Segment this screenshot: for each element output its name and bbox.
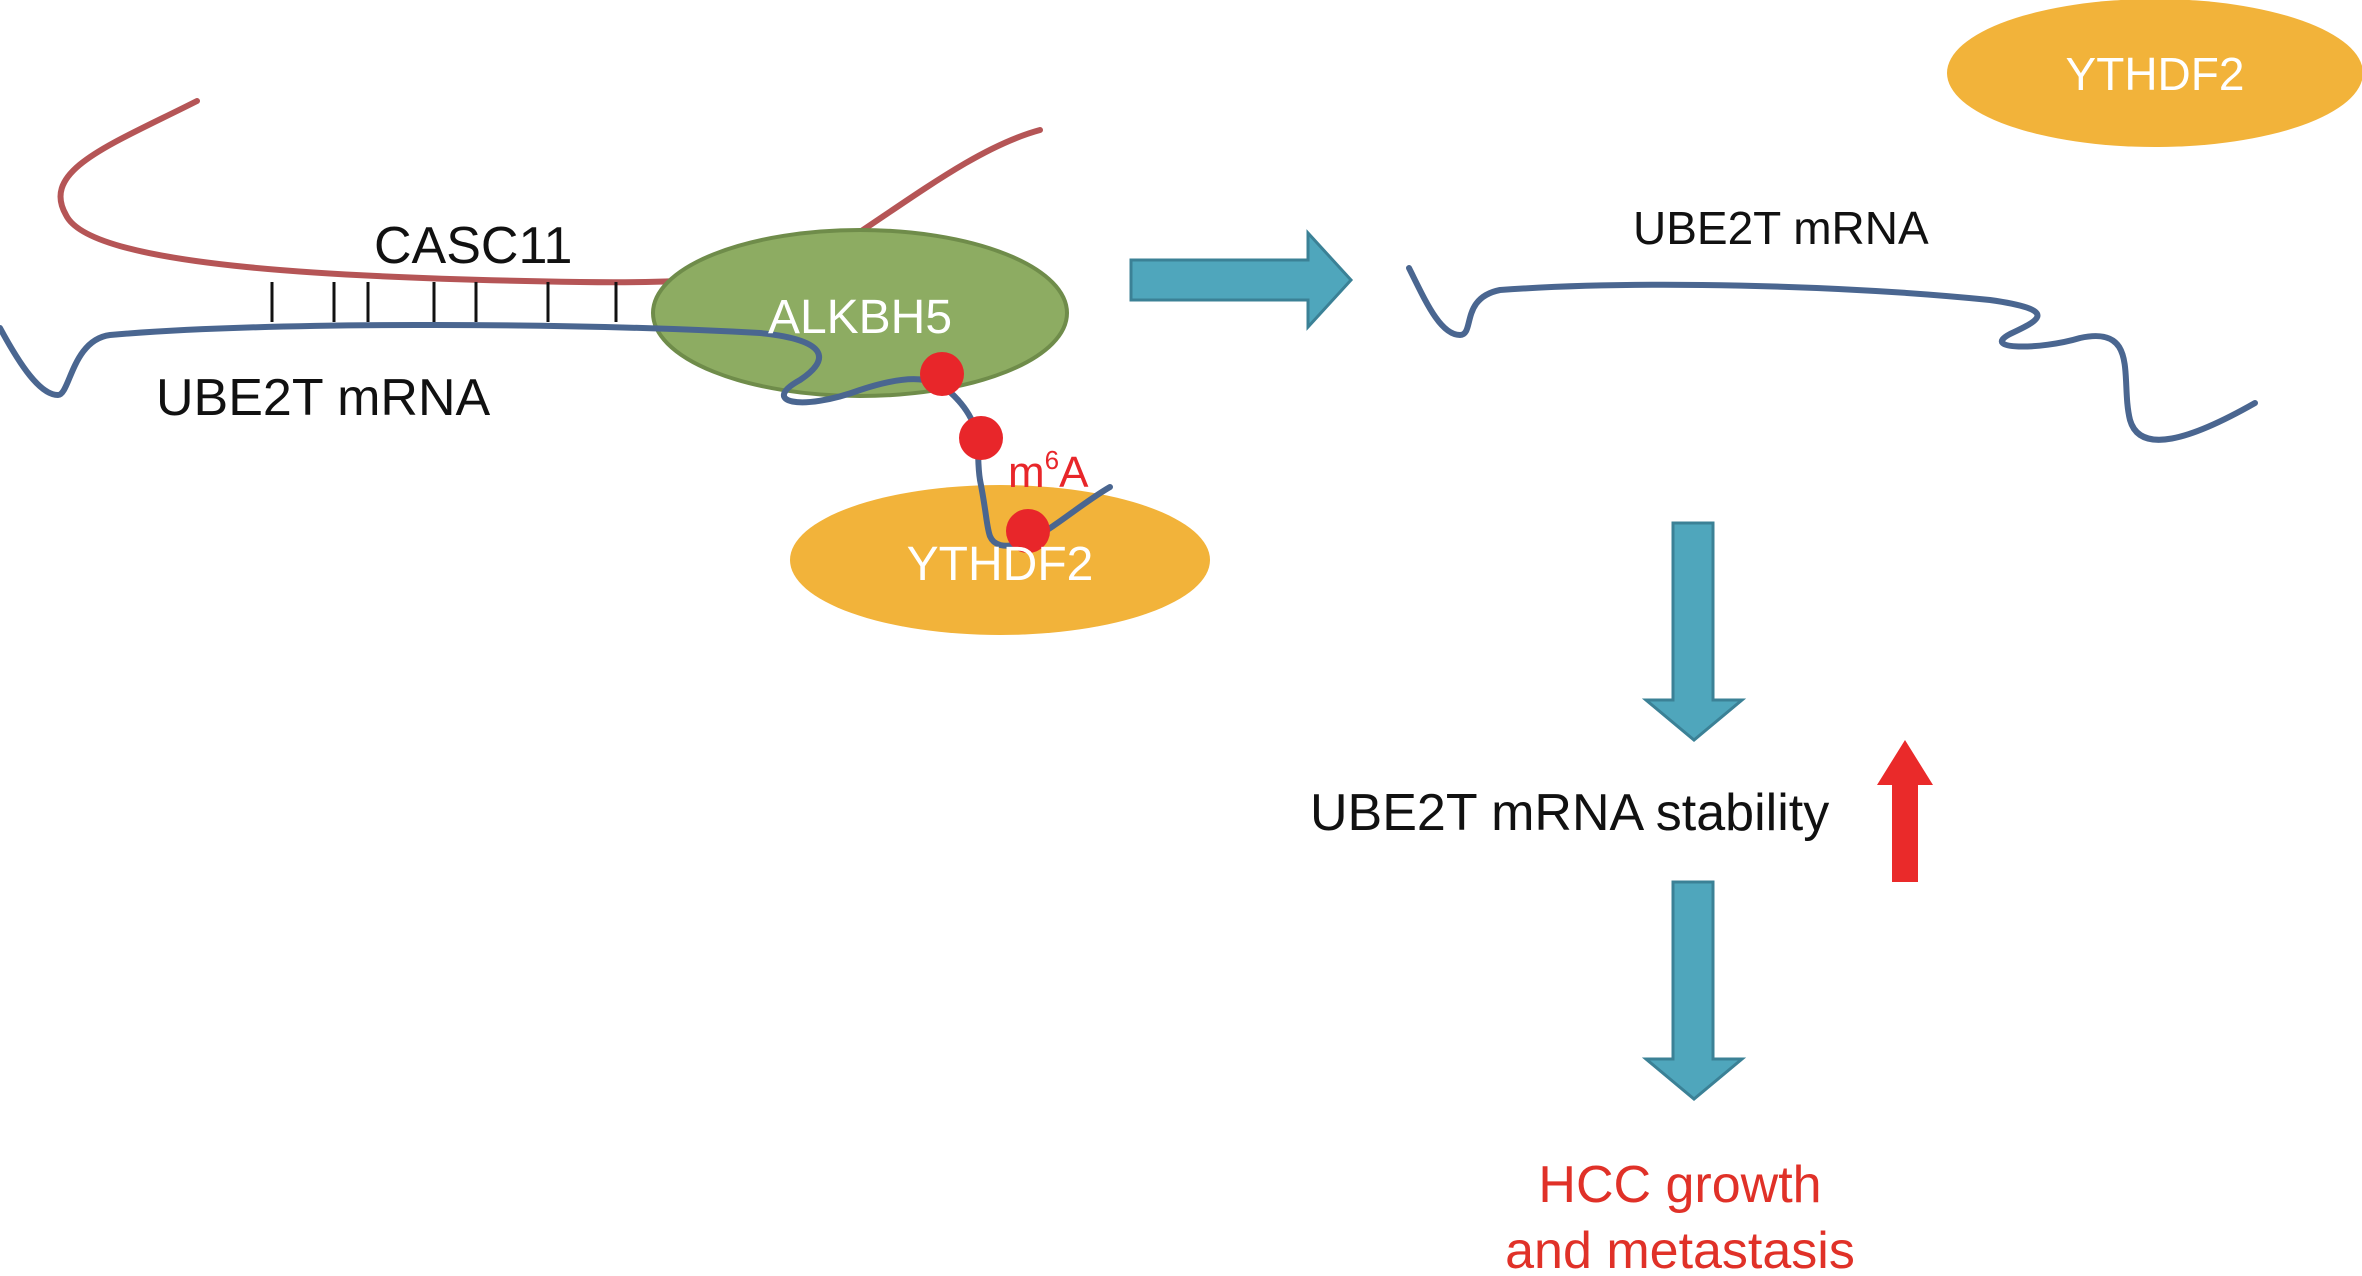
ythdf2-free-label: YTHDF2 <box>2066 48 2245 100</box>
outcome-label-line1: HCC growth <box>1538 1156 1821 1214</box>
ube2t-mrna-strand-left <box>0 321 961 406</box>
alkbh5-protein <box>651 228 1069 398</box>
ythdf2-free-protein <box>1947 0 2362 147</box>
down-arrow-icon <box>1641 880 1747 1101</box>
up-arrow-icon <box>1877 740 1933 882</box>
m6a-site-dot <box>920 352 964 396</box>
outcome-label-line2: and metastasis <box>1505 1222 1855 1276</box>
right-arrow-icon <box>1129 229 1354 331</box>
ythdf2-bound-label: YTHDF2 <box>907 538 1094 591</box>
casc11-strand <box>57 98 1043 286</box>
m6a-label: m6A <box>1008 445 1089 497</box>
ube2t-mrna-label-right: UBE2T mRNA <box>1633 202 1929 254</box>
down-arrow-icon <box>1641 521 1747 742</box>
base-pair-ticks <box>270 282 618 322</box>
casc11-label: CASC11 <box>374 217 572 275</box>
m6a-site-dot <box>959 416 1003 460</box>
m6a-site-dot <box>1006 509 1050 553</box>
alkbh5-label: ALKBH5 <box>768 291 952 344</box>
ythdf2-bound-protein <box>790 485 1210 635</box>
stability-label: UBE2T mRNA stability <box>1310 784 1829 842</box>
ube2t-mrna-strand-right <box>1406 265 2258 443</box>
ube2t-mrna-label-left: UBE2T mRNA <box>156 369 491 427</box>
